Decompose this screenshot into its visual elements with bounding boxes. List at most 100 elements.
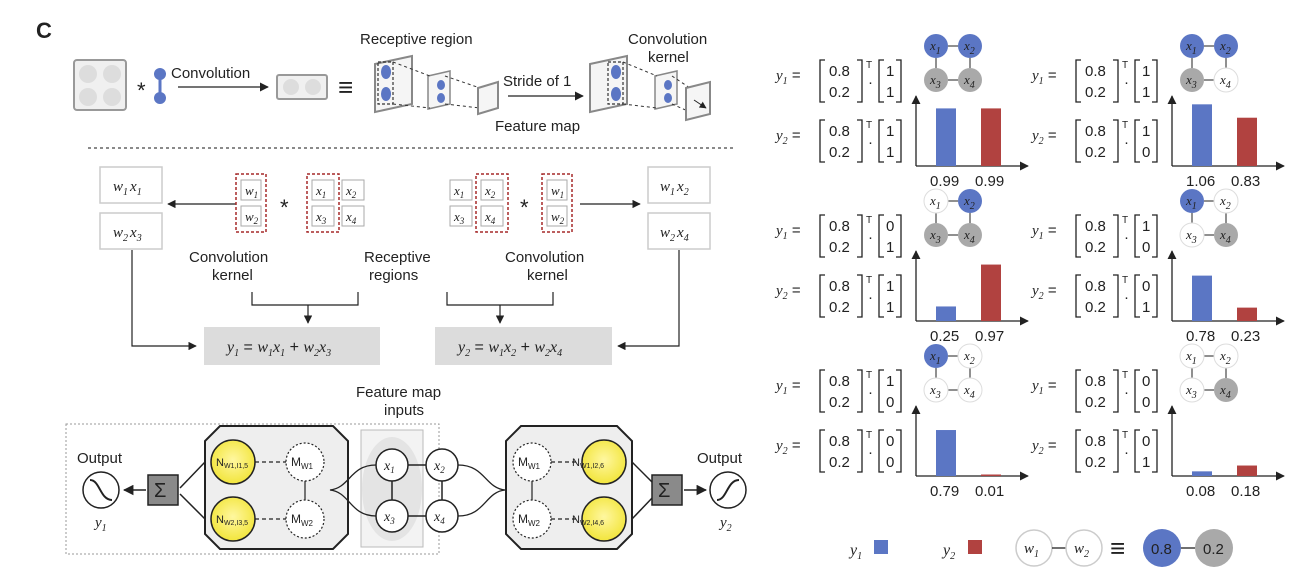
equation-label-2-2: y2 =: [774, 282, 801, 302]
weight-bottom-3-2: 0.2: [1085, 299, 1106, 316]
bar-value-label: 0.23: [1231, 328, 1260, 345]
svg-text:x1: x1: [1185, 193, 1197, 212]
mem-w1-right-sub: W1: [528, 462, 541, 471]
svg-text:MW2: MW2: [291, 512, 314, 528]
bar-value-label: 0.18: [1231, 483, 1260, 500]
svg-text:*: *: [280, 195, 289, 220]
svg-text:w1x2: w1x2: [660, 179, 689, 198]
weight-bottom-2-2: 0.2: [829, 299, 850, 316]
svg-text:y2: y2: [718, 515, 732, 534]
svg-text:x3: x3: [929, 227, 941, 246]
weight-bottom-1-2: 0.2: [1085, 144, 1106, 161]
svg-text:T: T: [866, 60, 872, 71]
svg-text:x3: x3: [453, 209, 465, 226]
svg-text:x2: x2: [1219, 193, 1231, 212]
legend-y2-swatch: [968, 540, 982, 554]
equation-label-5-1: y1 =: [1030, 377, 1057, 397]
receptive-right: [475, 173, 509, 233]
weight-top-1-2: 0.8: [1085, 123, 1106, 140]
bar-value-label: 0.25: [930, 328, 959, 345]
svg-text:T: T: [866, 215, 872, 226]
weight-top-3-1: 0.8: [1085, 218, 1106, 235]
kernel-label-line1: Convolution: [628, 31, 707, 48]
legend-y2-sub: 2: [950, 551, 955, 562]
input-bottom-2-2: 1: [886, 299, 894, 316]
svg-text:x2: x2: [963, 38, 975, 57]
bar-value-label: 1.06: [1186, 173, 1215, 190]
legend-y1-swatch: [874, 540, 888, 554]
asterisk-operator: *: [137, 78, 146, 103]
weight-top-0-2: 0.8: [829, 123, 850, 140]
svg-text:MW1: MW1: [518, 455, 541, 471]
svg-text:x3: x3: [929, 72, 941, 91]
legend-value-1: 0.8: [1151, 541, 1172, 558]
input-bottom-0-1: 1: [886, 84, 894, 101]
weight-bottom-1-1: 0.2: [1085, 84, 1106, 101]
bar-value-label: 0.79: [930, 483, 959, 500]
weight-top-4-1: 0.8: [829, 373, 850, 390]
svg-text:T: T: [1122, 370, 1128, 381]
weight-top-0-1: 0.8: [829, 63, 850, 80]
svg-text:T: T: [1122, 215, 1128, 226]
svg-text:x1: x1: [929, 193, 941, 212]
input-top-2-1: 0: [886, 218, 894, 235]
input-top-3-2: 0: [1142, 278, 1150, 295]
legend-y1-label: y: [848, 542, 858, 559]
receptive-label-2: regions: [369, 267, 418, 284]
legend-w1-sub: 1: [1034, 549, 1039, 560]
svg-text:*: *: [520, 195, 529, 220]
svg-text:x4: x4: [433, 510, 445, 526]
bar-value-label: 0.83: [1231, 173, 1260, 190]
svg-text:y2 = w1x2 + w2x4: y2 = w1x2 + w2x4: [456, 339, 562, 359]
svg-text:w1: w1: [1024, 541, 1039, 560]
bar-y2: [981, 108, 1001, 166]
bar-y2: [1237, 117, 1257, 166]
svg-text:x1: x1: [1185, 348, 1197, 367]
fm-inputs-label-2: inputs: [384, 402, 424, 419]
weight-top-2-2: 0.8: [829, 278, 850, 295]
equation-label-2-1: y1 =: [774, 222, 801, 242]
input-bottom-5-2: 1: [1142, 454, 1150, 471]
mem-w2-right: M: [518, 512, 528, 526]
feature-map-panel-1: [477, 80, 499, 116]
svg-text:x3: x3: [1185, 72, 1197, 91]
equation-label-0-1: y1 =: [774, 67, 801, 87]
w2x4-box: [647, 212, 711, 250]
legend-w2-sub: 2: [1084, 549, 1089, 560]
weight-bottom-5-1: 0.2: [1085, 394, 1106, 411]
input-top-5-1: 0: [1142, 373, 1150, 390]
svg-text:y1: y1: [93, 515, 107, 534]
kernel-right-label-1: Convolution: [505, 249, 584, 266]
equation-y2-box: [435, 327, 612, 365]
sum-block-right: [651, 474, 683, 506]
svg-text:x2: x2: [1219, 38, 1231, 57]
mem-w1-left: M: [291, 455, 301, 469]
svg-text:x4: x4: [345, 209, 357, 226]
svg-text:·: ·: [1124, 444, 1129, 461]
mem-w2-left-sub: W2: [301, 519, 314, 528]
bar-value-label: 0.97: [975, 328, 1004, 345]
bar-y1: [1192, 104, 1212, 166]
mem-w2-left: M: [291, 512, 301, 526]
equation-label-1-2: y2 =: [1030, 127, 1057, 147]
equation-y1-box: [204, 327, 380, 365]
svg-text:x1: x1: [453, 183, 464, 200]
svg-text:x4: x4: [1219, 227, 1231, 246]
svg-text:T: T: [866, 370, 872, 381]
svg-text:x3: x3: [929, 382, 941, 401]
w2x3-box: [99, 212, 163, 250]
svg-text:y1: y1: [848, 542, 862, 562]
svg-text:x4: x4: [1219, 382, 1231, 401]
mem-w1-left-sub: W1: [301, 462, 314, 471]
outer-dashed-frame: [65, 423, 440, 555]
kernel-icon: [154, 68, 166, 104]
bar-value-label: 0.01: [975, 483, 1004, 500]
svg-text:y2: y2: [941, 542, 955, 562]
svg-text:Σ: Σ: [154, 480, 166, 502]
input-top-3-1: 1: [1142, 218, 1150, 235]
svg-text:x2: x2: [433, 459, 445, 475]
cell-tr-label: W1,I2,6: [580, 463, 604, 470]
equation-label-4-2: y2 =: [774, 437, 801, 457]
svg-text:w2: w2: [245, 209, 259, 226]
